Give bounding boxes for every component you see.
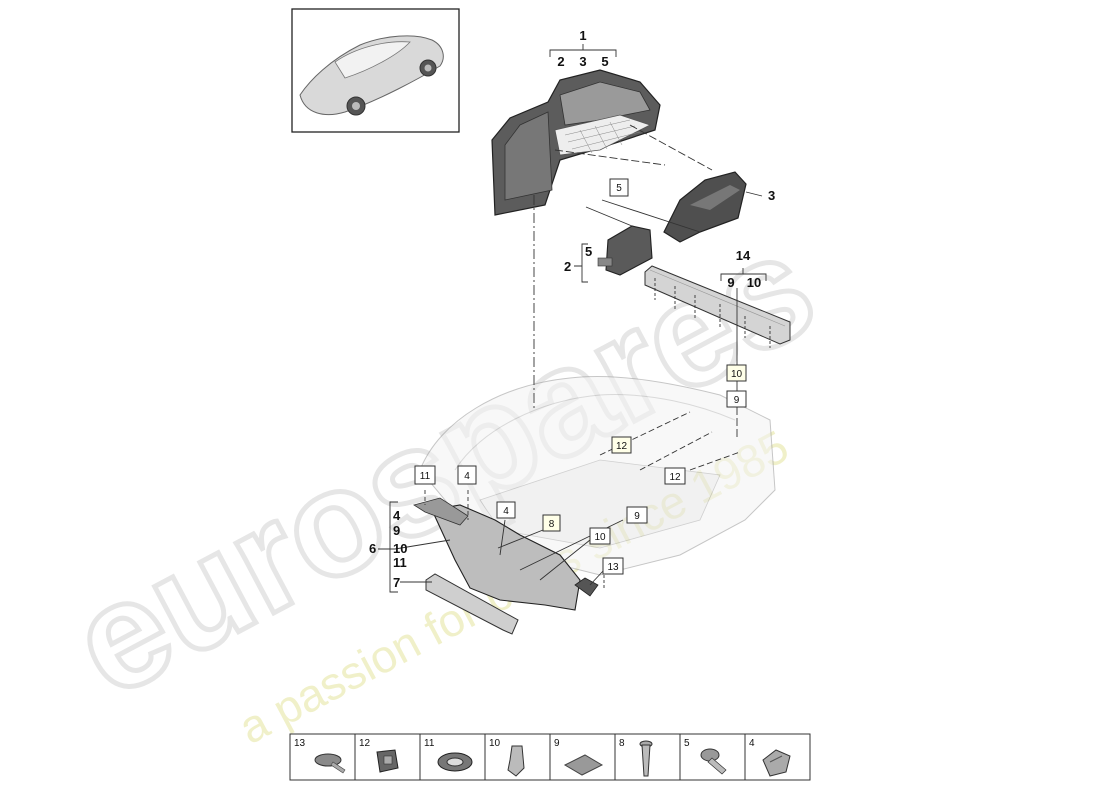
- leader-lines: [378, 44, 771, 593]
- svg-text:12: 12: [616, 441, 628, 452]
- callout-7: 7: [393, 575, 400, 590]
- parts-strip: 13 12 11 10 9: [289, 733, 811, 781]
- svg-text:4: 4: [464, 471, 470, 482]
- callout-box-10: 10: [726, 364, 747, 382]
- callout-box-9: 9: [726, 390, 747, 408]
- side-cover: [663, 171, 747, 243]
- strip-cell-8: 8: [619, 738, 653, 777]
- svg-text:8: 8: [549, 519, 555, 530]
- svg-text:9: 9: [554, 738, 560, 749]
- callout-6-sub-9: 9: [393, 523, 400, 538]
- callout-box-13: 13: [602, 557, 624, 575]
- callout-box-11: 11: [414, 465, 436, 485]
- svg-text:11: 11: [420, 471, 431, 482]
- bracket-clip-icon: [762, 749, 791, 777]
- vehicle-thumbnail: [291, 8, 460, 133]
- callout-14-sub-9: 9: [727, 275, 734, 290]
- svg-text:12: 12: [669, 472, 681, 483]
- svg-text:4: 4: [503, 506, 509, 517]
- callout-box-12-lower: 12: [664, 467, 686, 485]
- sill-strip: [644, 265, 791, 345]
- svg-text:5: 5: [684, 738, 690, 749]
- expanding-rivet-icon: [700, 748, 727, 775]
- svg-text:13: 13: [294, 738, 306, 749]
- svg-text:4: 4: [749, 738, 755, 749]
- svg-text:10: 10: [731, 369, 743, 380]
- small-cover: [597, 225, 653, 276]
- callout-2-sub-5: 5: [585, 244, 592, 259]
- svg-text:10: 10: [489, 738, 501, 749]
- svg-text:9: 9: [634, 511, 640, 522]
- svg-text:12: 12: [359, 738, 371, 749]
- callout-labels: 1 2 3 5 3 2 5 14 9 10 6 4 9 10 11 7: [369, 28, 775, 590]
- svg-text:8: 8: [619, 738, 625, 749]
- callout-box-12-upper: 12: [611, 436, 632, 454]
- boxed-callouts: 5 10 9 12 12 11 4 4: [414, 178, 747, 575]
- callout-box-4-lower: 4: [496, 501, 516, 519]
- callout-1-sub-3: 3: [579, 54, 586, 69]
- callout-1-sub-2: 2: [557, 54, 564, 69]
- upper-trim-panel: [491, 69, 661, 216]
- strip-cell-13: 13: [294, 738, 346, 774]
- strip-cell-11: 11: [424, 738, 473, 772]
- grommet-icon: [437, 752, 473, 772]
- callout-2: 2: [564, 259, 571, 274]
- svg-text:5: 5: [616, 183, 622, 194]
- strip-cell-9: 9: [554, 738, 604, 776]
- callout-1-sub-5: 5: [601, 54, 608, 69]
- clip-nut-icon: [376, 749, 399, 773]
- callout-6: 6: [369, 541, 376, 556]
- svg-text:13: 13: [607, 562, 619, 573]
- callout-box-5: 5: [609, 178, 629, 197]
- callout-6-sub-10: 10: [393, 541, 407, 556]
- lower-trim-strip: [425, 573, 519, 635]
- side-lining-panel: [413, 497, 599, 611]
- strip-cell-4: 4: [749, 738, 791, 777]
- callout-1: 1: [579, 28, 586, 43]
- callout-6-sub-4: 4: [393, 508, 401, 523]
- callout-box-10-lower: 10: [589, 527, 611, 545]
- callout-14: 14: [736, 248, 751, 263]
- strip-cell-5: 5: [684, 738, 727, 775]
- pad-icon: [563, 754, 604, 776]
- push-pin-icon: [639, 740, 653, 777]
- callout-box-4-upper: 4: [457, 465, 477, 485]
- callout-14-sub-10: 10: [747, 275, 761, 290]
- callout-3: 3: [768, 188, 775, 203]
- callout-box-9-lower: 9: [626, 506, 648, 524]
- spring-clip-icon: [507, 745, 525, 777]
- svg-text:9: 9: [734, 395, 740, 406]
- screw-icon: [314, 753, 346, 774]
- strip-cell-12: 12: [359, 738, 399, 773]
- svg-text:11: 11: [424, 738, 435, 749]
- strip-cell-10: 10: [489, 738, 525, 777]
- callout-6-sub-11: 11: [393, 555, 407, 570]
- svg-text:10: 10: [594, 532, 606, 543]
- callout-box-8: 8: [542, 514, 561, 532]
